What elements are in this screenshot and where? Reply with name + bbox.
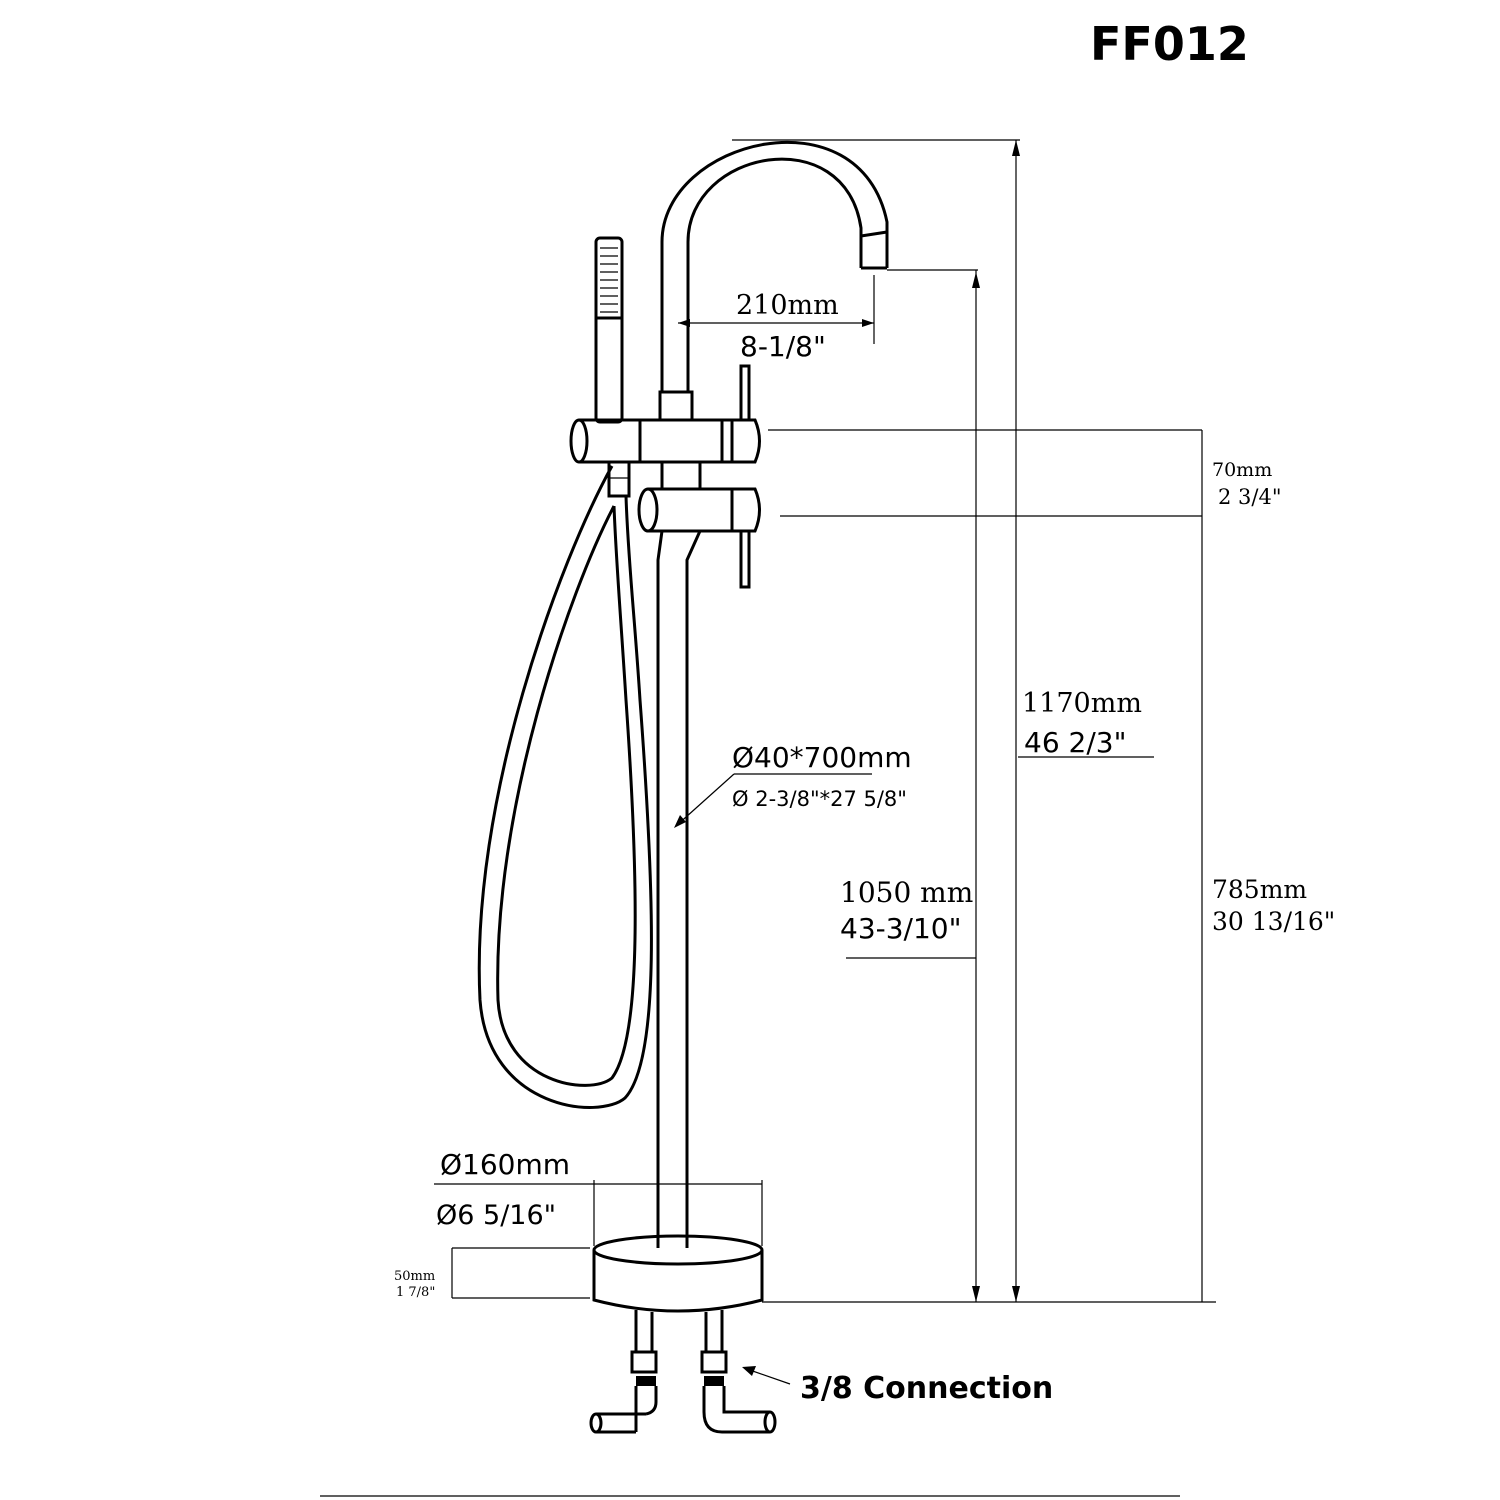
hand-shower-nozzles: [600, 247, 618, 313]
upper-lever: [739, 364, 751, 422]
upper-valve-body: [638, 418, 724, 464]
spout-tip-ring: [860, 230, 888, 238]
pipe-imperial: Ø 2-3/8"*27 5/8": [732, 787, 907, 811]
right-nut: [700, 1350, 728, 1374]
handle-spacing-metric: 70mm: [1212, 459, 1272, 481]
spout-inner: [686, 157, 863, 392]
dimension-lines: [320, 139, 1216, 1497]
spout-height-imperial: 43-3/10": [840, 912, 962, 945]
pipe-metric: Ø40*700mm: [732, 741, 912, 774]
handle-spacing-imperial: 2 3/4": [1218, 485, 1282, 509]
faucet-outline: [477, 140, 889, 1434]
base-height-imperial: 1 7/8": [396, 1285, 435, 1300]
dimension-labels: 210mm 8-1/8" 70mm 2 3/4" 1170mm 46 2/3" …: [394, 290, 1335, 1406]
base-top: [592, 1234, 764, 1266]
hose-inner: [496, 505, 637, 1087]
left-nut: [630, 1350, 658, 1374]
model-title: FF012: [1090, 17, 1249, 71]
hose-outer: [477, 465, 653, 1109]
base-body: [592, 1250, 764, 1313]
valve-height-metric: 785mm: [1212, 875, 1307, 904]
valve-neck: [660, 462, 702, 490]
upper-right-arm: [722, 418, 761, 464]
base-height-metric: 50mm: [394, 1269, 435, 1284]
spout-outer: [660, 140, 889, 392]
spout-reach-imperial: 8-1/8": [740, 330, 826, 363]
upper-left-cap: [569, 418, 589, 464]
pipe-leader: [675, 773, 735, 827]
hose-connector: [607, 460, 631, 498]
lower-lever: [739, 529, 751, 589]
lower-valve-body: [648, 487, 761, 533]
overall-height-imperial: 46 2/3": [1024, 726, 1126, 759]
valve-height-imperial: 30 13/16": [1212, 907, 1335, 936]
connection-label: 3/8 Connection: [800, 1371, 1053, 1406]
left-thread: [636, 1376, 656, 1386]
spout-collar: [658, 390, 694, 422]
supply-pipes: [589, 1310, 777, 1434]
lower-left-cap: [637, 487, 659, 533]
spout-reach-metric: 210mm: [736, 290, 839, 321]
spout-height-metric: 1050 mm: [840, 876, 973, 909]
base-diameter-imperial: Ø6 5/16": [436, 1200, 556, 1231]
hand-shower: [594, 236, 624, 424]
overall-height-metric: 1170mm: [1022, 688, 1142, 719]
riser-pipe: [656, 530, 702, 1248]
base-diameter-metric: Ø160mm: [440, 1148, 570, 1181]
right-thread: [704, 1376, 724, 1386]
